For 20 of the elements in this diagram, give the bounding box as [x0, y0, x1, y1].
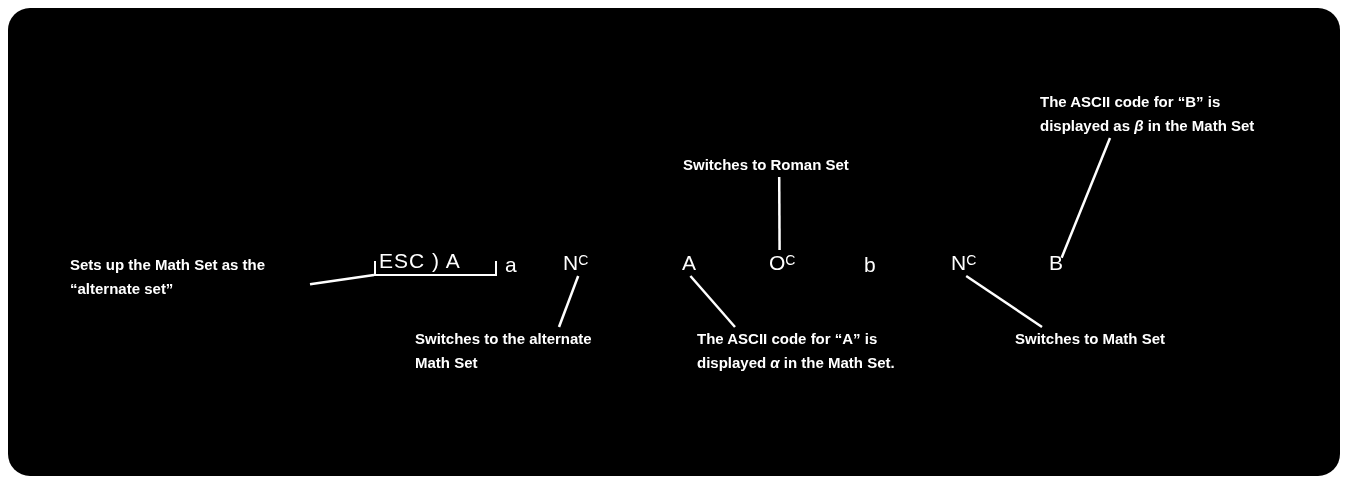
leader-line	[965, 274, 1043, 329]
code-character: b	[864, 252, 876, 278]
code-character: A	[682, 250, 696, 276]
leader-line	[309, 273, 375, 286]
code-character: B	[1049, 250, 1063, 276]
callout-text: Sets up the Math Set as the “alternate set”	[70, 253, 310, 301]
leader-line	[777, 177, 781, 250]
callout-text: Switches to Roman Set	[683, 153, 849, 177]
code-character: a	[505, 252, 517, 278]
leader-line	[557, 275, 580, 328]
leader-line	[689, 275, 736, 328]
bracketed-code-sequence: ESC ) A	[374, 247, 497, 277]
code-character: N$^{C}$	[951, 250, 977, 276]
callout-text: The ASCII code for “A” is displayed α in the Math Set.	[697, 327, 897, 375]
code-character: N$^{C}$	[563, 250, 589, 276]
callout-text: The ASCII code for “B” is displayed as β in the Math Set	[1040, 90, 1290, 138]
callout-text: Switches to Math Set	[1015, 327, 1166, 351]
leader-line	[1060, 137, 1112, 259]
code-character: O$^{C}$	[769, 250, 796, 276]
callout-text: Switches to the alternate Math Set	[415, 327, 615, 375]
